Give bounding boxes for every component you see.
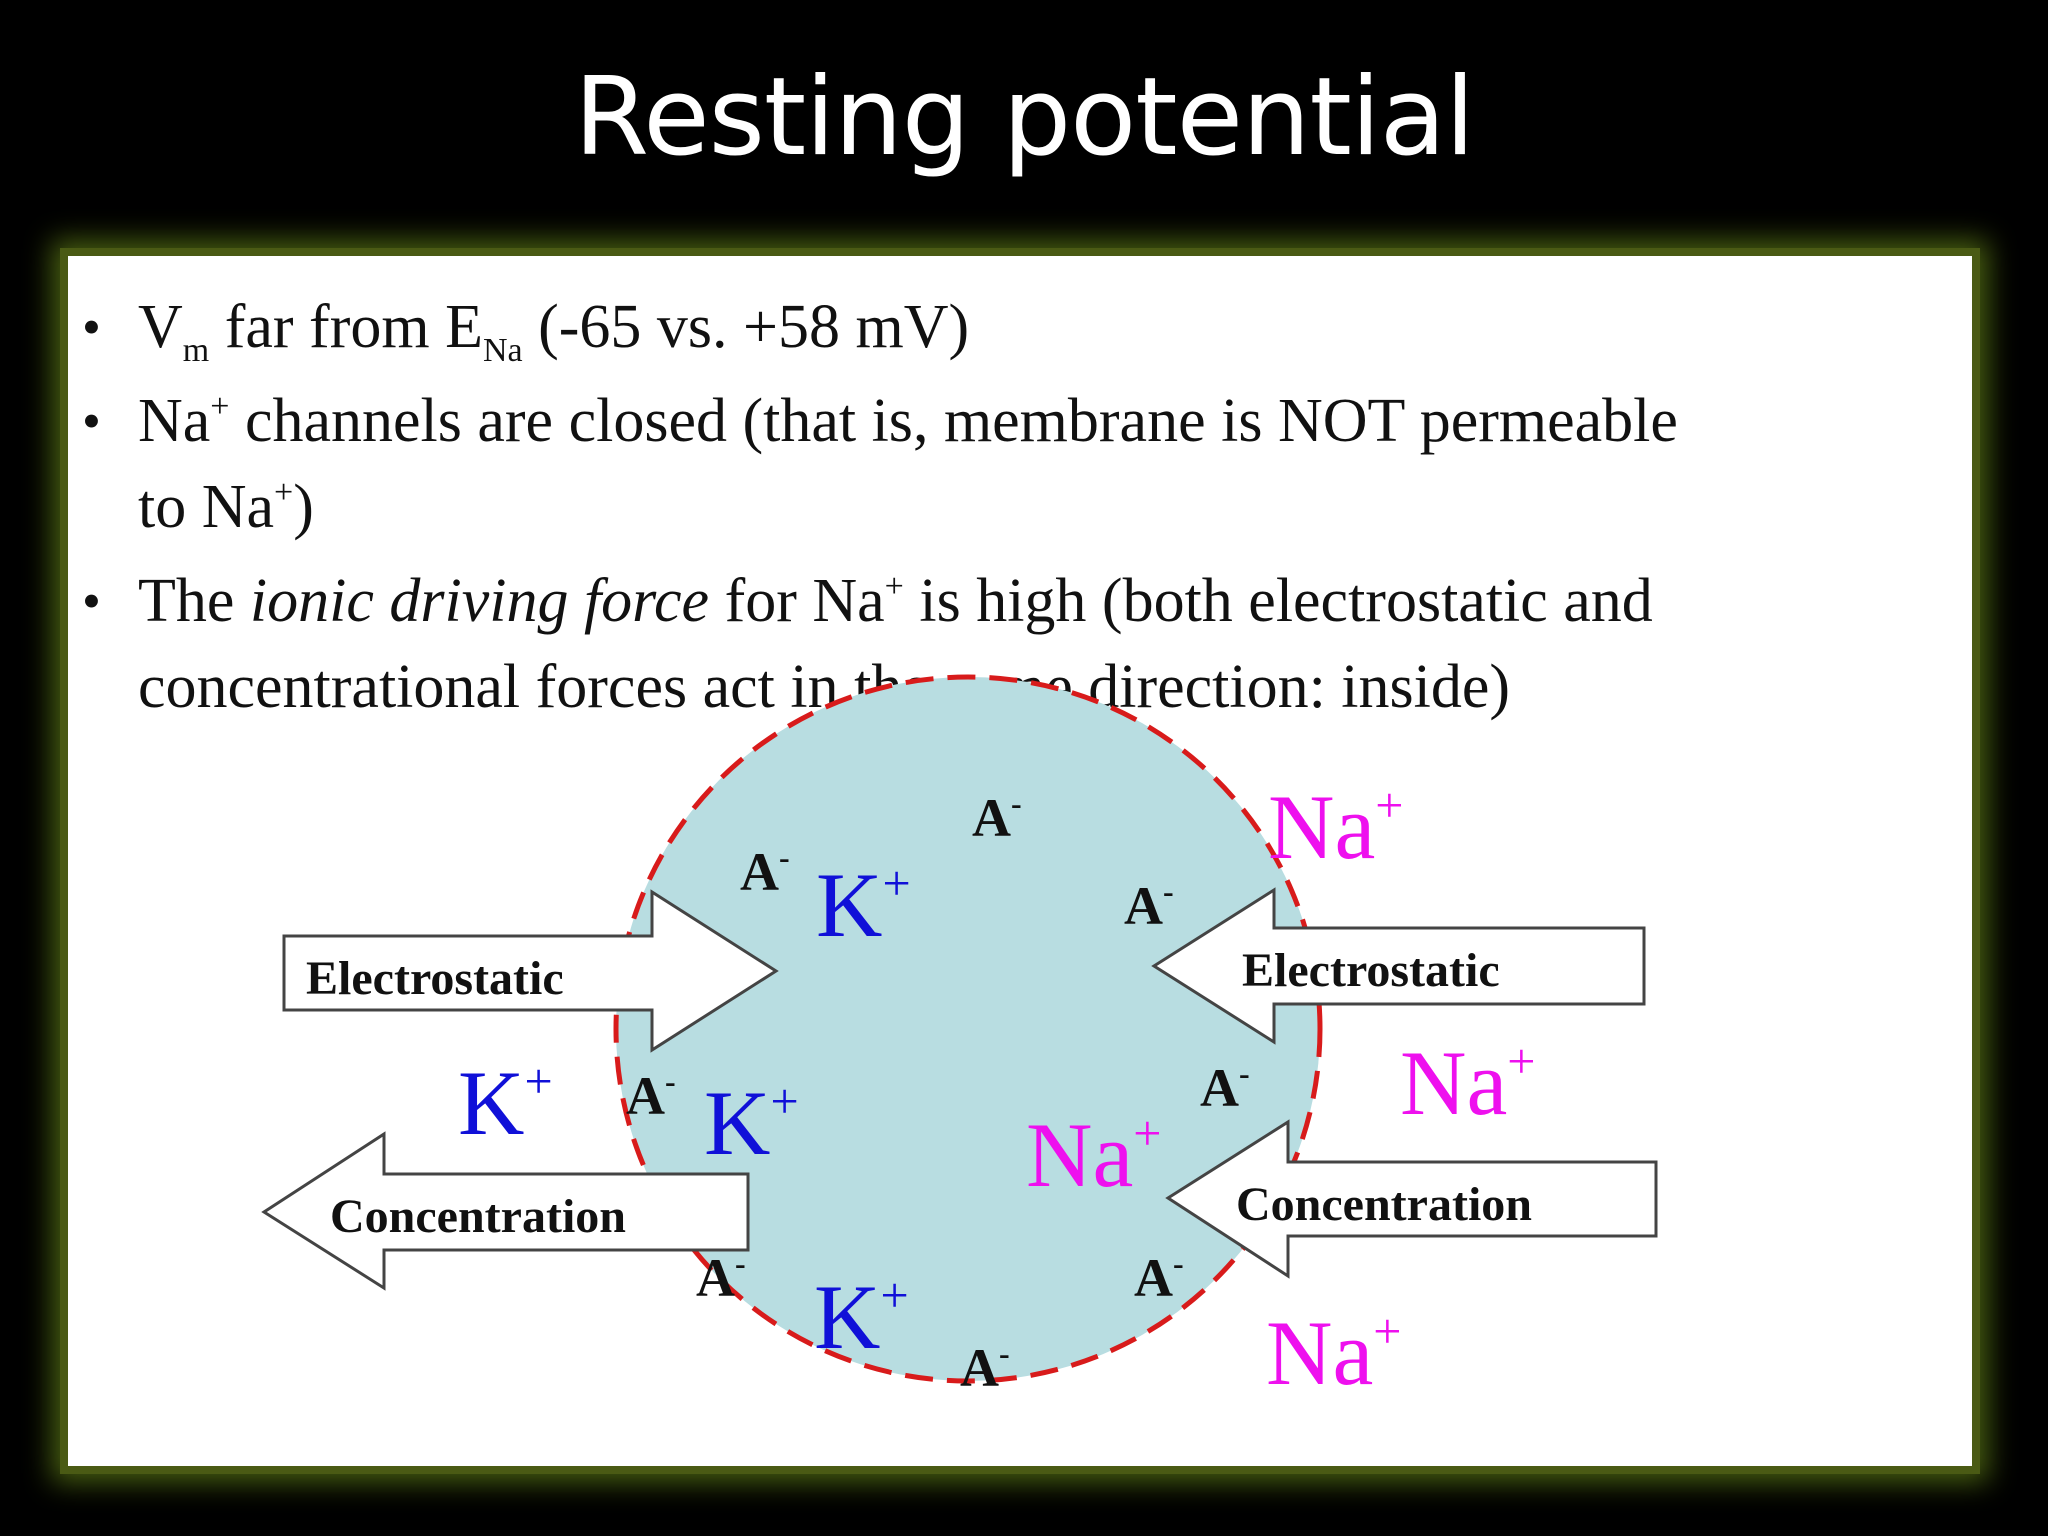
right-concentration-label: Concentration xyxy=(1236,1178,1532,1231)
sodium-ion: Na+ xyxy=(1266,1302,1401,1404)
bullet-dot: • xyxy=(82,391,101,451)
bullet-dot: • xyxy=(82,297,101,357)
right-electrostatic-label: Electrostatic xyxy=(1242,944,1500,997)
potassium-ion: K+ xyxy=(704,1072,799,1174)
potassium-ion: K+ xyxy=(458,1052,553,1154)
bullet-text-segment: (-65 vs. +58 mV) xyxy=(522,293,970,361)
vm-subscript: m xyxy=(182,332,210,369)
charge-superscript: + xyxy=(884,568,904,605)
bullet-text-segment: ) xyxy=(293,473,314,541)
sodium-ion: Na+ xyxy=(1026,1104,1161,1206)
bullet-text: Vm far from ENa (-65 vs. +58 mV) xyxy=(138,284,1968,370)
left-concentration-label: Concentration xyxy=(330,1190,626,1243)
content-panel: • Vm far from ENa (-65 vs. +58 mV) • Na+… xyxy=(68,256,1972,1466)
bullet-text: Na+ channels are closed (that is, membra… xyxy=(138,378,1968,550)
left-electrostatic-arrow xyxy=(282,889,779,1053)
bullet-dot: • xyxy=(82,571,101,631)
left-electrostatic-label: Electrostatic xyxy=(306,952,564,1005)
sodium-ion: Na+ xyxy=(1268,776,1403,878)
potassium-group: K+ K+ K+ K+ xyxy=(458,854,911,1368)
anion-label: A- xyxy=(972,785,1022,848)
bullet-text-segment: Na xyxy=(138,387,211,455)
charge-superscript: + xyxy=(274,474,294,511)
vm-symbol: V xyxy=(138,293,183,361)
potassium-ion: K+ xyxy=(814,1266,909,1368)
sodium-group: Na+ Na+ Na+ Na+ xyxy=(1026,776,1535,1404)
bullet-text-segment: is high (both electrostatic and xyxy=(903,567,1653,635)
cell-membrane xyxy=(613,674,1323,1384)
anion-label: A- xyxy=(740,839,790,902)
anion-label: A- xyxy=(1124,873,1174,936)
bullet-text-segment: to Na xyxy=(138,473,275,541)
anion-label: A- xyxy=(1200,1055,1250,1118)
ena-subscript: Na xyxy=(482,332,523,369)
anion-label: A- xyxy=(696,1245,746,1308)
bullet-text-segment: far from E xyxy=(209,293,483,361)
cell-diagram: Electrostatic Concentration Electrostati… xyxy=(261,674,1658,1404)
bullet-text-segment: channels are closed (that is, membrane i… xyxy=(229,387,1678,455)
left-concentration-arrow xyxy=(261,1131,750,1291)
potassium-ion: K+ xyxy=(816,854,911,956)
anion-label: A- xyxy=(1134,1245,1184,1308)
bullet-text-segment: The xyxy=(138,567,250,635)
anion-label: A- xyxy=(626,1063,676,1126)
italic-term: ionic driving force xyxy=(249,567,710,635)
anion-group: A- A- A- A- A- A- A- A- xyxy=(626,785,1250,1398)
anion-label: A- xyxy=(960,1335,1010,1398)
right-concentration-arrow xyxy=(1165,1119,1658,1279)
charge-superscript: + xyxy=(210,388,230,425)
right-electrostatic-arrow xyxy=(1151,887,1646,1045)
bullet-text-segment: for Na xyxy=(709,567,885,635)
sodium-ion: Na+ xyxy=(1400,1032,1535,1134)
slide-title: Resting potential xyxy=(574,55,1475,180)
